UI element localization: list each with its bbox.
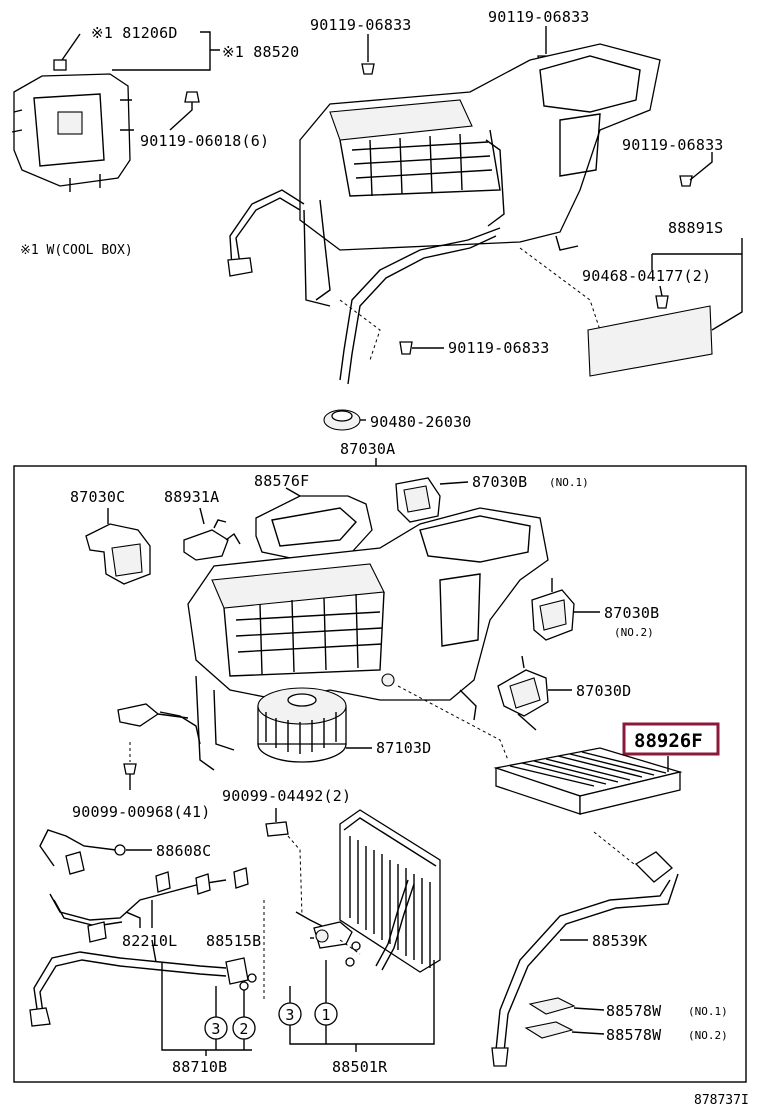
callout-90119-06833-b: 90119-06833 [488,8,590,26]
circle-marker-3b: 3 [278,1002,302,1026]
bracket-88501r [289,960,435,1052]
pipe-88710b-drawing [29,951,257,1027]
assembly-87030a-frame [13,465,747,1083]
callout-87030b-2-note: (NO.2) [614,626,654,639]
callout-88608c: 88608C [156,842,211,860]
bolt-top-a-drawing [361,34,375,75]
callout-90119-06833-d: 90119-06833 [448,339,550,357]
callout-88578w-2: 88578W [606,1026,662,1044]
callout-87030b-1: 87030B [472,473,527,491]
callout-90119-06018: 90119-06018(6) [140,132,269,150]
pad-88578w-1-drawing [528,997,605,1015]
circle-marker-2: 2 [232,1016,256,1040]
clip-90468-drawing [655,285,669,309]
callout-88926f: 88926F [634,730,703,752]
dash-bolt-d [339,299,381,361]
servo-87030b-2-drawing [531,578,600,641]
note-cool-box: ※1 W(COOL BOX) [20,243,133,258]
callout-87030d: 87030D [576,682,631,700]
ac-unit-upper-drawing [299,43,661,307]
callout-87030a: 87030A [340,440,395,458]
callout-88578w-2-note: (NO.2) [688,1029,728,1042]
callout-90119-06833-c: 90119-06833 [622,136,724,154]
callout-87030b-2: 87030B [604,604,659,622]
leader-81206d [61,33,81,61]
callout-82210l: 82210L [122,932,177,950]
callout-87030c: 87030C [70,488,125,506]
circle-marker-1: 1 [314,1002,338,1026]
filter-cover-drawing [587,238,743,377]
sensor-88931a-drawing [183,507,241,561]
callout-90099-00968: 90099-00968(41) [72,803,210,821]
servo-87030d-drawing [497,655,572,731]
duct-88576f-drawing [255,487,373,561]
cabin-filter-88926f-drawing [493,747,683,815]
callout-88926f-highlight[interactable] [622,722,720,756]
callout-88931a: 88931A [164,488,219,506]
bolt-d-drawing [399,341,444,355]
leaders-circles [215,960,327,1017]
servo-87030c-drawing [85,508,151,585]
circle-3b-label: 3 [285,1006,294,1024]
callout-87030b-1-note: (NO.1) [549,476,589,489]
callout-88501r: 88501R [332,1058,388,1076]
callout-90119-06833-a: 90119-06833 [310,16,412,34]
circle-3a-label: 3 [211,1020,220,1038]
ac-unit-lower-drawing [117,507,549,771]
hose-88539k-drawing [491,831,679,1067]
callout-90468: 90468-04177(2) [582,267,711,285]
dash-filter-lower [397,685,509,761]
dash-filter-upper [519,247,601,331]
grommet-drawing [323,409,366,431]
bolt-90099-04492-drawing [265,808,303,917]
bracket-81206d-88520 [112,31,220,71]
bracket-88710b [151,939,252,1056]
callout-88578w-1: 88578W [606,1002,662,1020]
servo-87030b-1-drawing [395,477,469,523]
callout-88520: ※1 88520 [222,43,299,61]
bolt-right-c-drawing [679,152,713,187]
upper-hose-drawing [227,189,501,385]
callout-88891s: 88891S [668,219,723,237]
callout-90099-04492: 90099-04492(2) [222,787,351,805]
blower-87103d-drawing [257,687,372,763]
callout-87103d: 87103D [376,739,431,757]
wire-88608c-drawing [39,829,152,875]
callout-88710b: 88710B [172,1058,227,1076]
cool-box-controller-drawing [11,59,134,192]
bolt-90099-00968-drawing [123,742,137,790]
callout-88539k: 88539K [592,932,647,950]
callout-88578w-1-note: (NO.1) [688,1005,728,1018]
callout-81206d: ※1 81206D [91,24,178,42]
circle-1-label: 1 [321,1006,330,1024]
callout-90480-26030: 90480-26030 [370,413,472,431]
pad-88578w-2-drawing [524,1021,605,1039]
evaporator-88501r-drawing [263,809,441,1000]
circle-2-label: 2 [239,1020,248,1038]
callout-88576f: 88576F [254,472,309,490]
callout-88515b: 88515B [206,932,261,950]
diagram-code: 878737I [694,1093,749,1108]
circle-marker-3a: 3 [204,1016,228,1040]
bolt-90119-06018-drawing [169,91,200,131]
harness-82210l-drawing [49,867,249,943]
